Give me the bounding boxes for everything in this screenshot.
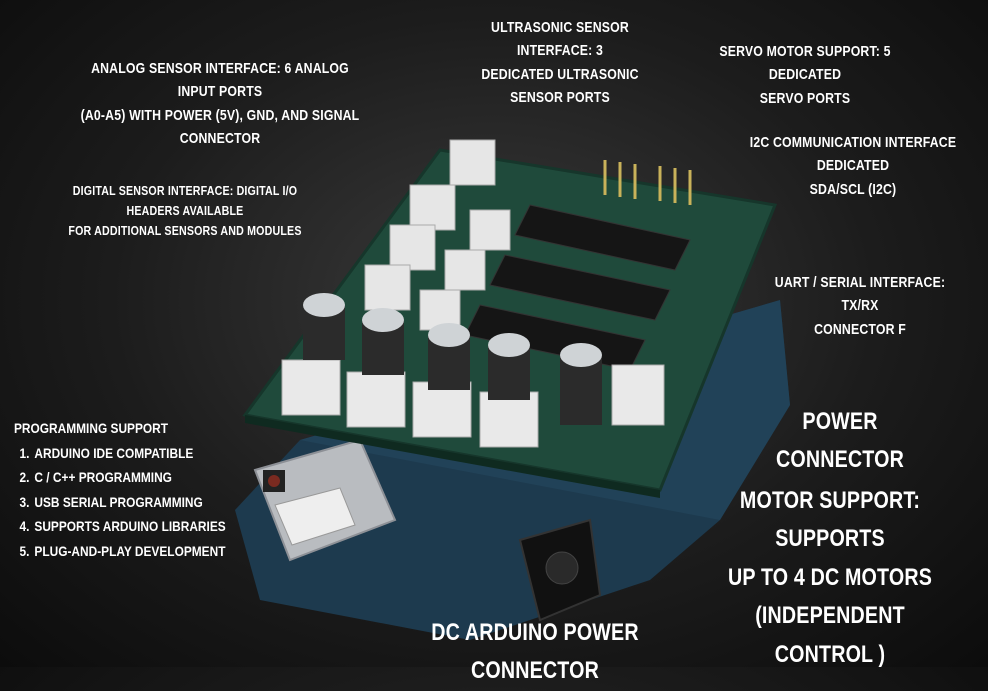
analog-line-2: (A0-A5) with power (5V), GND, and signal bbox=[80, 106, 360, 124]
analog-interface-label: Analog sensor interface: 6 analog input … bbox=[72, 57, 367, 150]
shield-board-edge bbox=[245, 415, 660, 498]
list-item: Arduino IDE compatible bbox=[33, 441, 226, 466]
i2c-interface-label: I2C communication interface dedicated SD… bbox=[734, 131, 972, 201]
i2c-header-pins bbox=[603, 160, 692, 205]
list-item: C / C++ programming bbox=[33, 465, 226, 490]
programming-support-block: Programming support Arduino IDE compatib… bbox=[14, 416, 226, 563]
ultrasonic-interface-label: Ultrasonic sensor interface: 3 dedicated… bbox=[453, 16, 666, 109]
analog-line-1: Analog sensor interface: 6 analog input … bbox=[91, 60, 349, 101]
motor-line-3: (independent control ) bbox=[755, 602, 905, 668]
motor-line-2: up to 4 DC motors bbox=[727, 563, 933, 591]
motor-line-1: Motor support: supports bbox=[739, 487, 921, 553]
analog-line-3: connector bbox=[179, 129, 261, 147]
uart-interface-label: UART / Serial interface: TX/RX connector… bbox=[762, 271, 959, 341]
usb-port-opening bbox=[274, 487, 356, 546]
uart-line-1: UART / Serial interface: TX/RX bbox=[774, 274, 946, 315]
dc-arduino-power-label: DC Arduino power connector bbox=[400, 614, 671, 691]
uart-line-2: connector F bbox=[814, 320, 906, 338]
motor-output-connectors bbox=[281, 359, 665, 448]
reset-button-cap bbox=[268, 475, 280, 487]
ultrasonic-line-2: dedicated ultrasonic sensor ports bbox=[481, 65, 639, 106]
i2c-line-1: I2C communication interface dedicated bbox=[749, 134, 957, 175]
servo-line-2: servo ports bbox=[759, 89, 851, 107]
sensor-connectors bbox=[364, 139, 511, 331]
i2c-line-2: SDA/SCL (I2C) bbox=[809, 180, 897, 198]
ultrasonic-line-1: Ultrasonic sensor interface: 3 bbox=[491, 19, 629, 60]
list-item: USB serial programming bbox=[33, 490, 226, 515]
power-connector-label: Power connector bbox=[742, 403, 939, 480]
digital-line-2: for additional sensors and modules bbox=[68, 223, 302, 239]
power-connector-text: Power connector bbox=[776, 408, 904, 474]
dc-jack-hole bbox=[545, 551, 579, 585]
motor-support-label: Motor support: supports up to 4 DC motor… bbox=[715, 482, 945, 674]
motor-shield-board-illustration bbox=[235, 139, 790, 640]
servo-line-1: Servo motor support: 5 dedicated bbox=[719, 43, 891, 84]
dc-arduino-power-text: DC Arduino power connector bbox=[431, 619, 639, 685]
list-item: Plug-and-play development bbox=[33, 539, 226, 564]
list-item: Supports Arduino libraries bbox=[33, 514, 225, 539]
programming-support-title: Programming support bbox=[14, 420, 169, 436]
digital-line-1: Digital sensor interface: Digital I/O he… bbox=[72, 183, 298, 219]
servo-support-label: Servo motor support: 5 dedicated servo p… bbox=[703, 40, 908, 110]
digital-interface-label: Digital sensor interface: Digital I/O he… bbox=[50, 181, 321, 241]
programming-support-list: Arduino IDE compatible C / C++ programmi… bbox=[14, 441, 226, 564]
capacitors bbox=[303, 293, 602, 425]
